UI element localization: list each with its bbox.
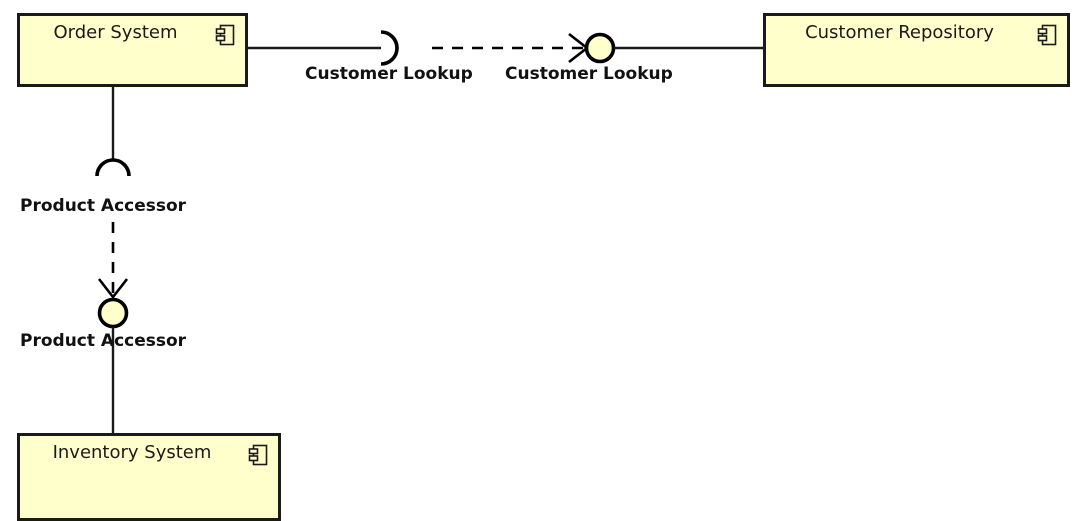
component-icon [215, 24, 235, 46]
component-inventory-system[interactable]: Inventory System [17, 433, 281, 521]
component-customer-repository-title: Customer Repository [805, 22, 994, 43]
socket-product-accessor-icon [95, 158, 131, 177]
arrowhead-product-accessor [97, 278, 129, 300]
component-icon [248, 444, 268, 466]
socket-customer-lookup-icon [380, 30, 399, 66]
interface-label-product-accessor-provided: Product Accessor [20, 331, 187, 351]
component-order-system-title: Order System [53, 22, 178, 43]
component-inventory-system-title: Inventory System [52, 442, 212, 463]
interface-label-product-accessor-required: Product Accessor [20, 196, 187, 216]
component-order-system[interactable]: Order System [17, 13, 248, 87]
ball-product-accessor-icon [97, 297, 129, 329]
ball-customer-lookup-icon [584, 32, 616, 64]
interface-label-customer-lookup-provided: Customer Lookup [505, 64, 673, 84]
component-icon [1037, 24, 1057, 46]
interface-label-customer-lookup-required: Customer Lookup [305, 64, 473, 84]
component-customer-repository[interactable]: Customer Repository [763, 13, 1070, 87]
